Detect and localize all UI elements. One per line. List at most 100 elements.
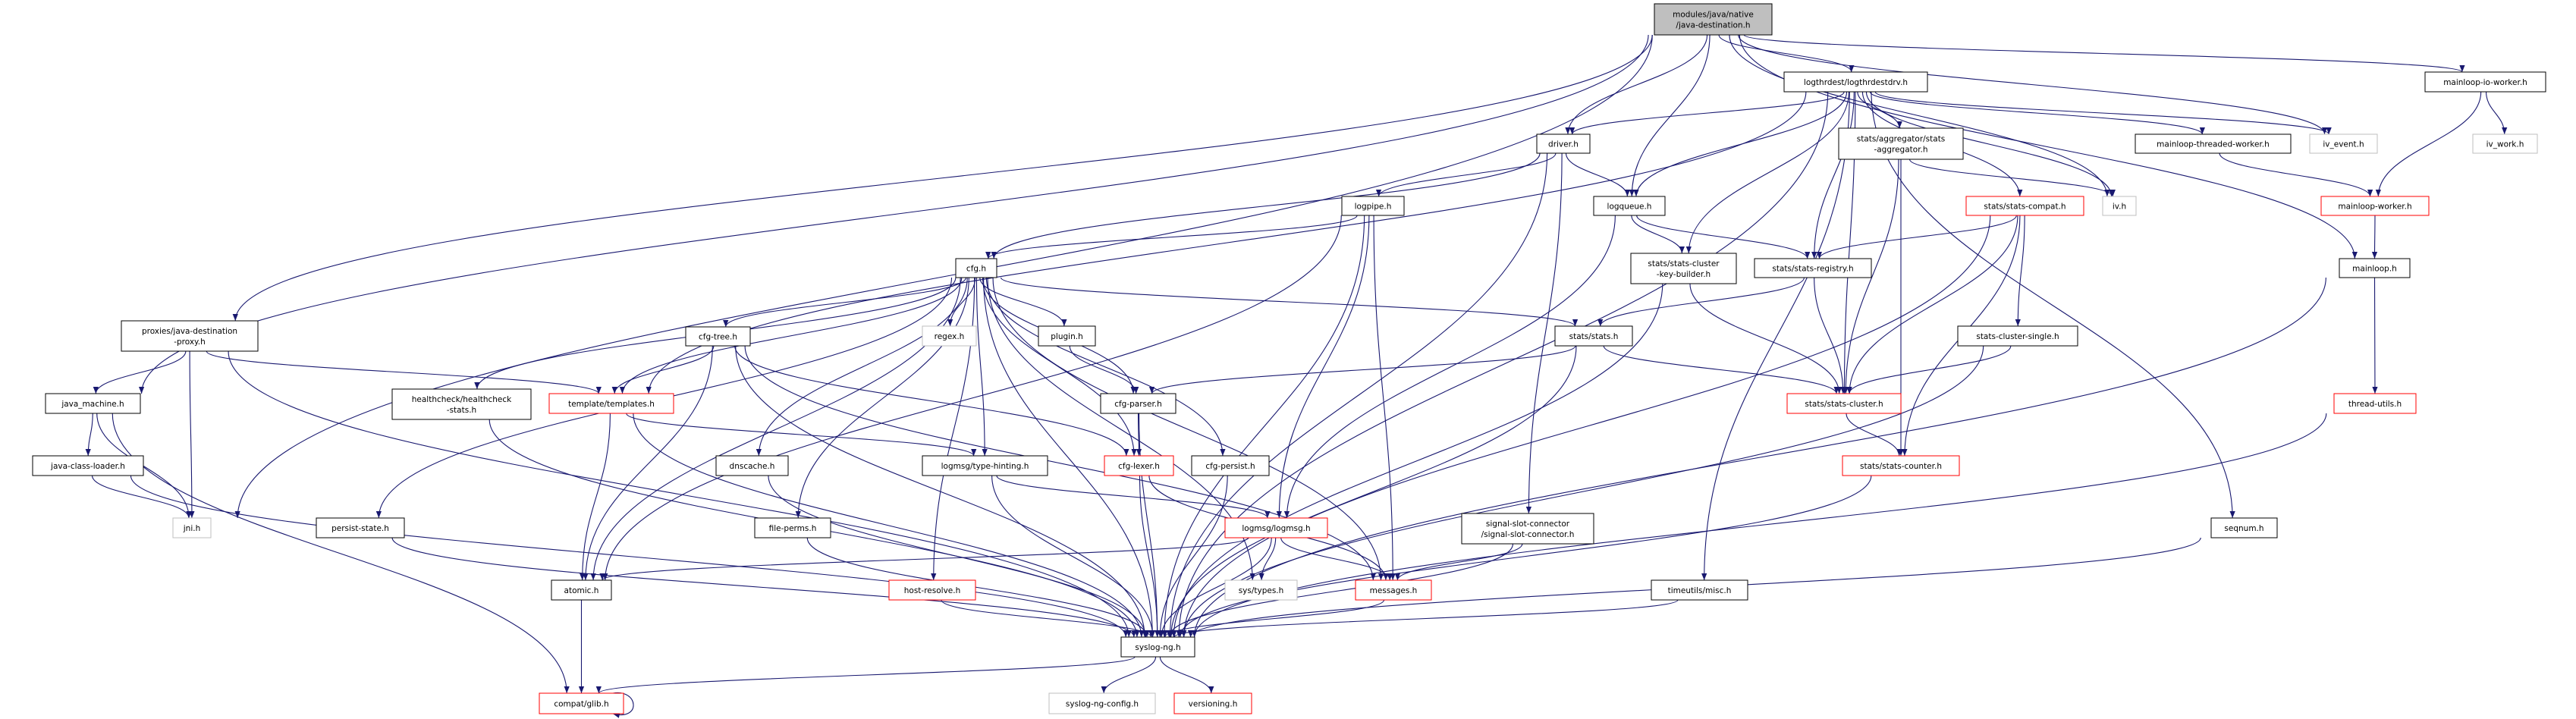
node-host-resolve[interactable]: host-resolve.h	[888, 579, 976, 601]
node-iv-event[interactable]: iv_event.h	[2309, 133, 2378, 154]
node-label: java-class-loader.h	[50, 462, 125, 471]
edge-signal_slot-to-messages	[1394, 543, 1523, 581]
node-key-builder[interactable]: stats/stats-cluster-key-builder.h	[1630, 253, 1737, 284]
edge-stats-to-stats_cluster	[1603, 345, 1839, 394]
node-mainloop-io-worker[interactable]: mainloop-io-worker.h	[2424, 71, 2546, 93]
node-box	[715, 455, 789, 476]
edge-stats_registry-to-stats	[1597, 277, 1805, 327]
edge-mainloop_io_worker-to-iv_work	[2485, 91, 2508, 135]
node-box	[922, 325, 977, 347]
edge-cfg-to-messages	[992, 277, 1384, 581]
edge-cfg_parser-to-syslog_ng	[1138, 413, 1161, 638]
node-signal-slot[interactable]: signal-slot-connector/signal-slot-connec…	[1461, 513, 1594, 545]
node-cfg-parser[interactable]: cfg-parser.h	[1100, 393, 1176, 414]
node-stats-cluster[interactable]: stats/stats-cluster.h	[1786, 393, 1902, 414]
node-cfg-tree[interactable]: cfg-tree.h	[685, 326, 751, 347]
node-logthrdestdrv[interactable]: logthrdest/logthrdestdrv.h	[1783, 71, 1928, 93]
edge-file_perms-to-syslog_ng	[806, 537, 1150, 638]
node-cfg-lexer[interactable]: cfg-lexer.h	[1104, 455, 1174, 476]
edge-root-to-jni	[234, 34, 1653, 519]
node-label: stats/stats.h	[1569, 332, 1619, 341]
node-java-machine[interactable]: java_machine.h	[45, 393, 141, 414]
node-box	[1630, 253, 1737, 284]
node-thread-utils[interactable]: thread-utils.h	[2333, 393, 2417, 414]
node-label: stats/aggregator/stats	[1857, 135, 1946, 144]
node-iv-work[interactable]: iv_work.h	[2472, 133, 2538, 154]
node-persist-state[interactable]: persist-state.h	[316, 517, 405, 538]
node-dnscache[interactable]: dnscache.h	[715, 455, 789, 476]
edge-timeutils_misc-to-syslog_ng	[1171, 599, 1679, 638]
node-label: cfg-persist.h	[1205, 462, 1255, 471]
node-mainloop-threaded-worker[interactable]: mainloop-threaded-worker.h	[2135, 133, 2292, 154]
node-cfg[interactable]: cfg.h	[955, 258, 997, 278]
node-logmsg[interactable]: logmsg/logmsg.h	[1224, 517, 1328, 538]
node-stats[interactable]: stats/stats.h	[1554, 325, 1633, 347]
node-stats-registry[interactable]: stats/stats-registry.h	[1754, 258, 1872, 278]
node-logpipe[interactable]: logpipe.h	[1341, 196, 1405, 216]
edge-root-to-mainloop_io_worker	[1743, 34, 2465, 73]
node-timeutils-misc[interactable]: timeutils/misc.h	[1651, 579, 1748, 601]
node-box	[2309, 133, 2378, 154]
node-label: stats/stats-registry.h	[1772, 265, 1853, 274]
node-box	[1965, 196, 2084, 216]
edge-key_builder-to-stats_cluster	[1689, 283, 1842, 394]
node-label: /signal-slot-connector.h	[1481, 530, 1575, 539]
node-label: sys/types.h	[1239, 586, 1284, 595]
node-mainloop[interactable]: mainloop.h	[2339, 258, 2411, 278]
edge-logqueue-to-key_builder	[1631, 215, 1685, 254]
node-box	[1957, 325, 2078, 347]
node-label: -proxy.h	[174, 338, 206, 347]
node-box	[888, 579, 976, 601]
edge-driver-to-signal_slot	[1525, 152, 1563, 514]
node-atomic[interactable]: atomic.h	[551, 579, 612, 601]
node-regex[interactable]: regex.h	[922, 325, 977, 347]
node-stats-aggregator[interactable]: stats/aggregator/stats-aggregator.h	[1838, 127, 1964, 160]
node-healthcheck[interactable]: healthcheck/healthcheck-stats.h	[391, 388, 532, 420]
node-box	[1783, 71, 1928, 93]
edge-logmsg-to-syslog_ng	[1158, 537, 1272, 638]
edge-root-to-iv_event	[1738, 34, 2328, 135]
node-compat-glib[interactable]: compat/glib.h	[539, 692, 624, 714]
edge-cfg_tree-to-messages	[744, 345, 1376, 581]
node-label: logpipe.h	[1355, 203, 1392, 212]
node-stats-counter[interactable]: stats/stats-counter.h	[1842, 455, 1960, 476]
edge-key_builder-to-syslog_ng	[1170, 283, 1663, 638]
node-file-perms[interactable]: file-perms.h	[754, 517, 831, 538]
node-type-hinting[interactable]: logmsg/type-hinting.h	[922, 455, 1048, 476]
node-logqueue[interactable]: logqueue.h	[1593, 196, 1666, 216]
edge-stats_cluster_single-to-stats_cluster	[1846, 345, 2012, 394]
node-plugin[interactable]: plugin.h	[1038, 325, 1096, 347]
node-box	[2102, 196, 2137, 216]
node-proxies[interactable]: proxies/java-destination-proxy.h	[121, 320, 259, 352]
node-label: driver.h	[1548, 140, 1579, 149]
node-box	[1355, 579, 1432, 601]
edge-syslog_ng-to-syslog_ng_config	[1101, 656, 1157, 694]
node-box	[1786, 393, 1902, 414]
edge-cfg-to-regex	[947, 277, 976, 327]
node-java-class-loader[interactable]: java-class-loader.h	[32, 455, 144, 476]
node-seqnum[interactable]: seqnum.h	[2210, 517, 2278, 538]
edge-root-to-proxies	[232, 34, 1653, 322]
node-versioning[interactable]: versioning.h	[1173, 692, 1252, 714]
node-jni[interactable]: jni.h	[172, 517, 212, 538]
node-cfg-persist[interactable]: cfg-persist.h	[1191, 455, 1270, 476]
node-messages[interactable]: messages.h	[1355, 579, 1432, 601]
node-stats-cluster-single[interactable]: stats-cluster-single.h	[1957, 325, 2078, 347]
node-label: cfg-parser.h	[1114, 400, 1162, 409]
node-stats-compat[interactable]: stats/stats-compat.h	[1965, 196, 2084, 216]
node-label: mainloop-worker.h	[2338, 203, 2411, 212]
edge-stats-to-syslog_ng	[1168, 345, 1577, 638]
node-mainloop-worker[interactable]: mainloop-worker.h	[2320, 196, 2430, 216]
node-iv[interactable]: iv.h	[2102, 196, 2137, 216]
node-label: cfg.h	[966, 265, 986, 274]
node-syslog-ng[interactable]: syslog-ng.h	[1120, 636, 1195, 658]
node-label: template/templates.h	[568, 400, 655, 409]
node-templates[interactable]: template/templates.h	[548, 393, 674, 414]
node-sys-types[interactable]: sys/types.h	[1224, 579, 1298, 601]
node-syslog-ng-config[interactable]: syslog-ng-config.h	[1048, 692, 1156, 714]
node-box	[1536, 133, 1591, 154]
edge-driver-to-syslog_ng	[1167, 152, 1548, 638]
edge-stats_aggregator-to-iv	[1908, 159, 2116, 197]
node-driver[interactable]: driver.h	[1536, 133, 1591, 154]
